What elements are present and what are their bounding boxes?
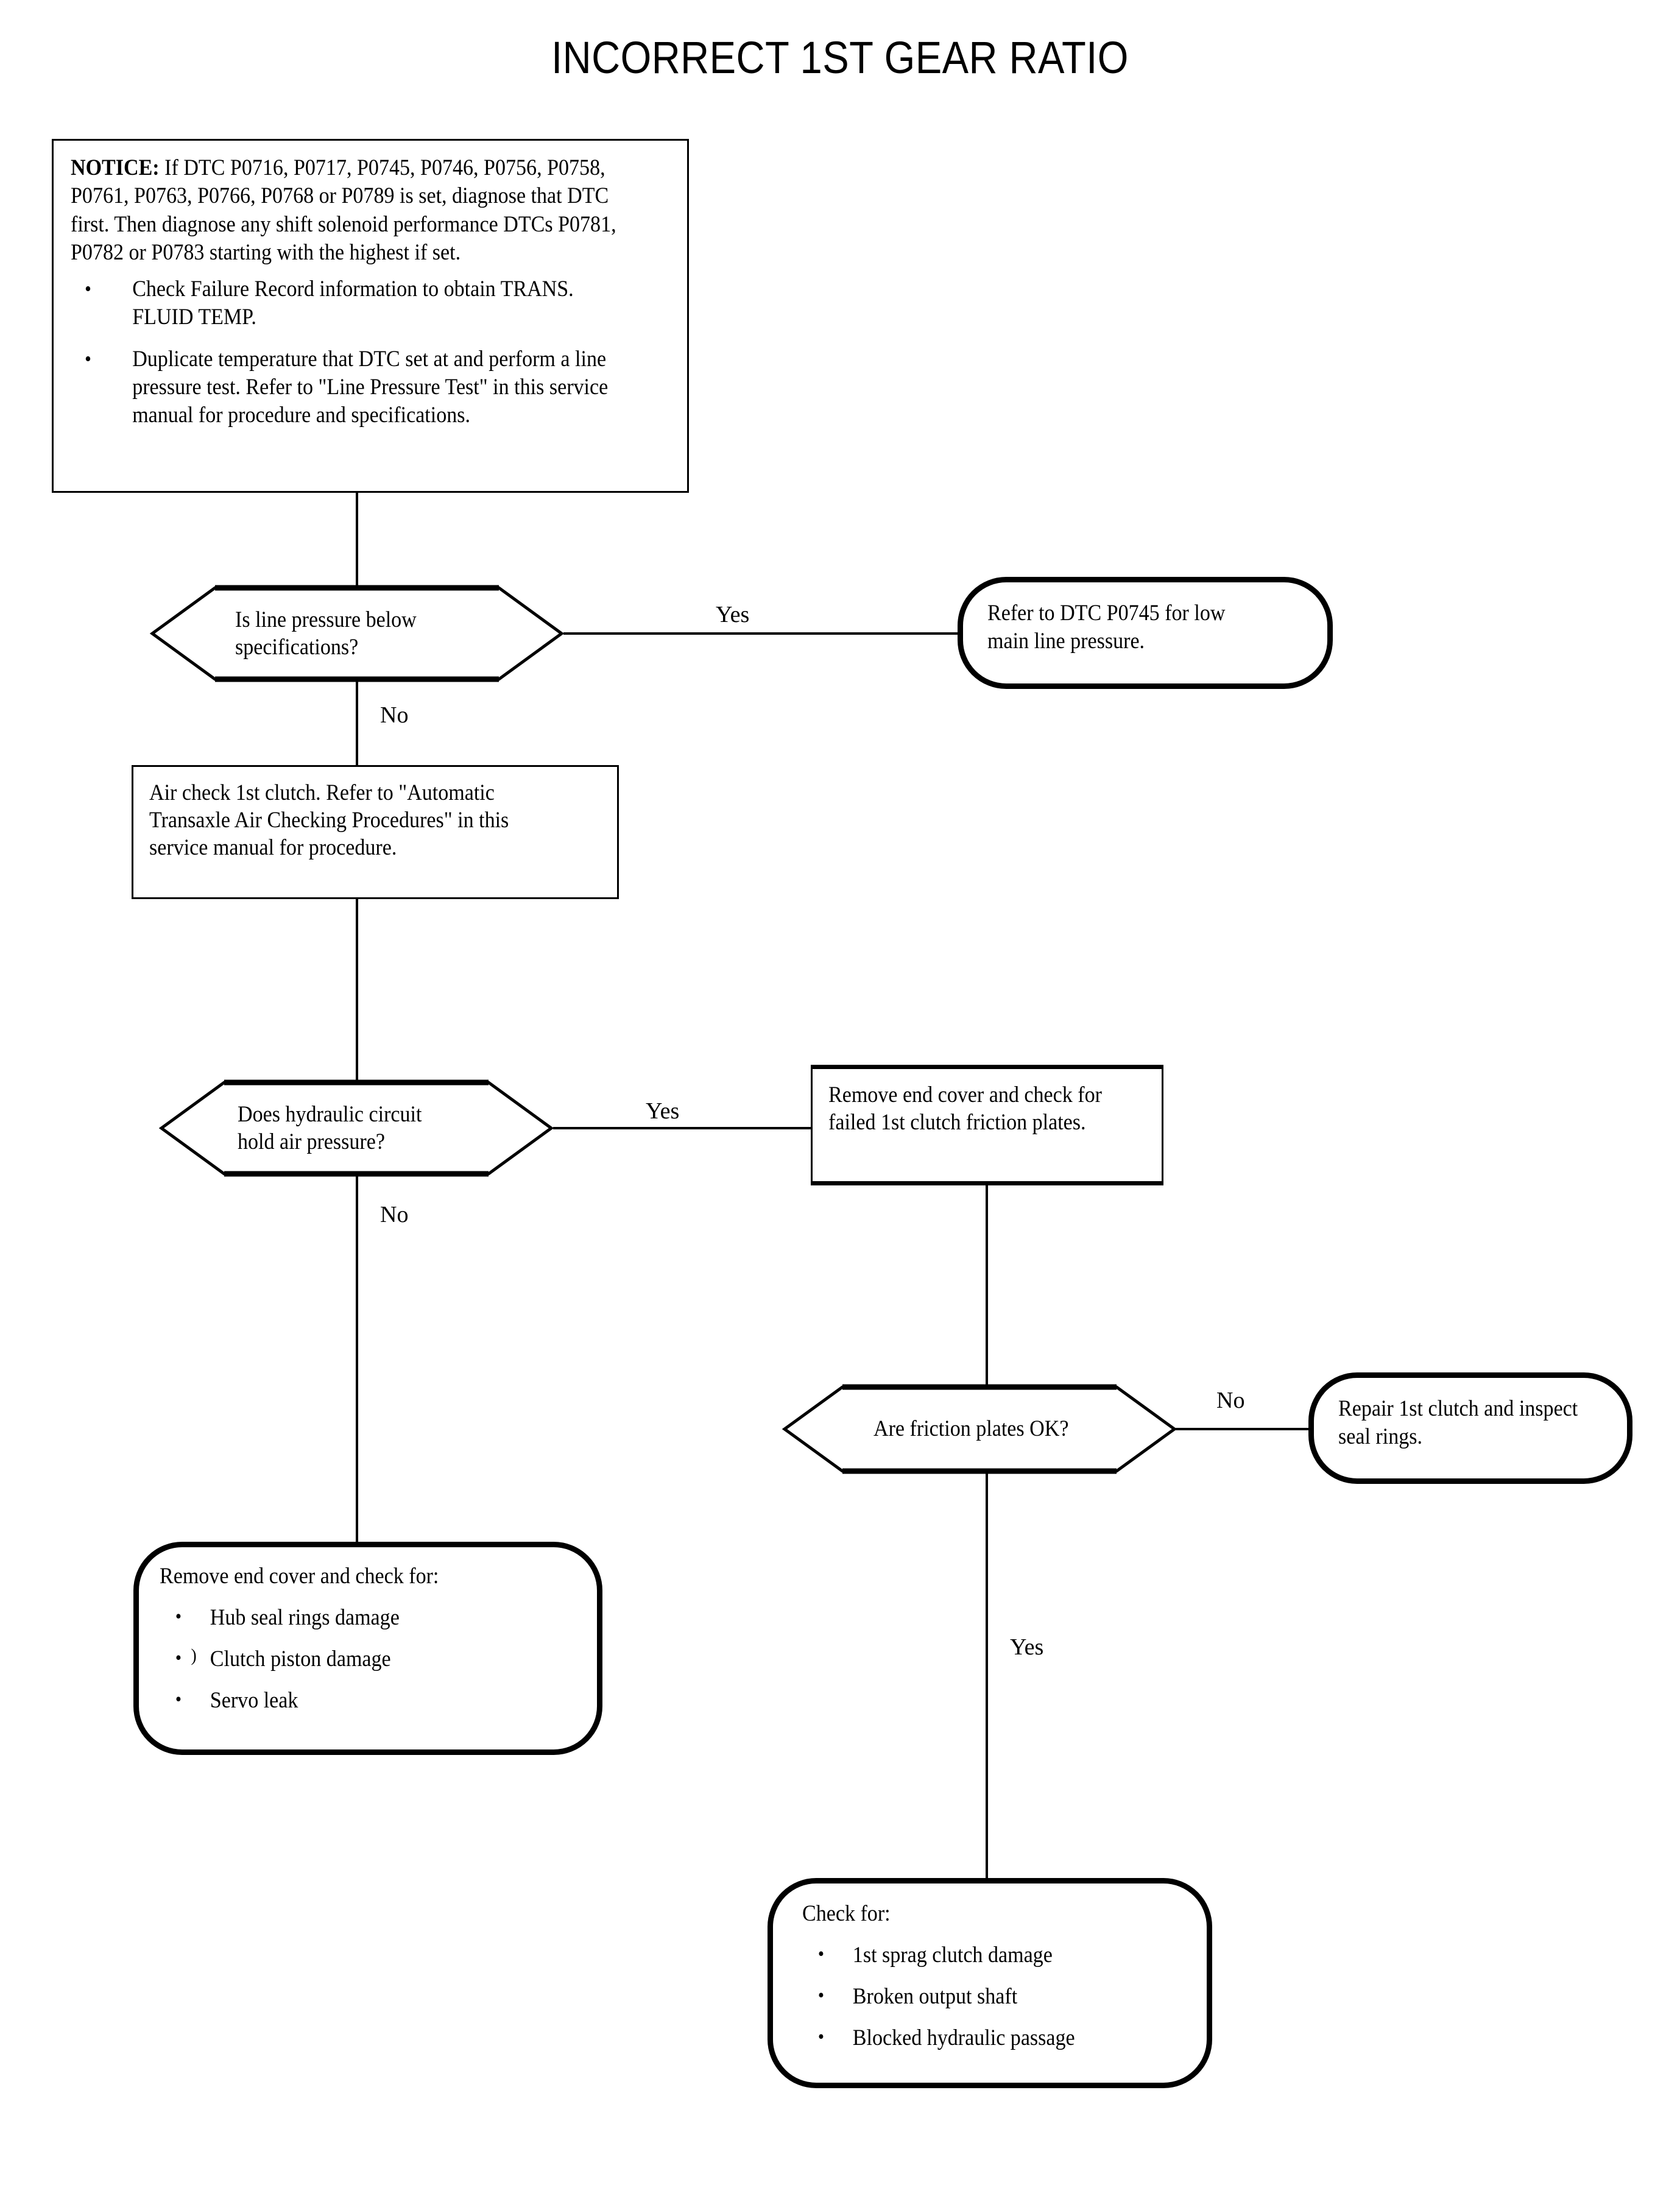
terminator-check-for-bullets: • 1st sprag clutch damage • Broken outpu…: [802, 1942, 1195, 2052]
connector-line-pressure-yes: [563, 632, 959, 635]
edge-label-friction-plates-no: No: [1216, 1388, 1245, 1413]
connector-hold-air-no: [356, 1176, 358, 1547]
notice-bullet-item: • Check Failure Record information to ob…: [71, 275, 637, 332]
decision-line-pressure[interactable]: Is line pressure below specifications?: [149, 585, 565, 682]
bullet-icon: •: [817, 1984, 825, 2007]
terminator-dtc-p0745-label: Refer to DTC P0745 for low main line pre…: [987, 601, 1226, 654]
list-item-text: Broken output shaft: [852, 1984, 1018, 2010]
process-remove-end-cover-label: Remove end cover and check for failed 1s…: [828, 1082, 1102, 1135]
page-title: INCORRECT 1ST GEAR RATIO: [551, 32, 1129, 83]
terminator-check-for-body: Check for: • 1st sprag clutch damage • B…: [802, 1901, 1195, 2052]
list-item: • ) Clutch piston damage: [160, 1645, 551, 1673]
bullet-icon: •: [817, 1942, 825, 1965]
bullet-icon: •: [85, 347, 91, 370]
bullet-icon: •: [817, 2025, 825, 2048]
connector-air-check-to-decision-hold-air: [356, 899, 358, 1082]
list-item: • 1st sprag clutch damage: [802, 1942, 1163, 1969]
notice-label: NOTICE:: [71, 155, 160, 180]
edge-label-hold-air-yes: Yes: [646, 1098, 680, 1124]
process-air-check[interactable]: Air check 1st clutch. Refer to "Automati…: [132, 765, 619, 899]
hexagon-shape: [149, 585, 565, 682]
notice-body: NOTICE: If DTC P0716, P0717, P0745, P074…: [71, 154, 686, 443]
bullet-artifact-icon: ): [191, 1645, 197, 1666]
terminator-dtc-p0745[interactable]: Refer to DTC P0745 for low main line pre…: [958, 577, 1333, 689]
notice-bullet-item: • Duplicate temperature that DTC set at …: [71, 345, 637, 430]
connector-hold-air-yes: [553, 1127, 812, 1129]
bullet-icon: •: [175, 1688, 182, 1710]
connector-friction-plates-no: [1174, 1428, 1313, 1430]
notice-paragraph-text: If DTC P0716, P0717, P0745, P0746, P0756…: [71, 155, 616, 265]
terminator-remove-end-cover-check[interactable]: Remove end cover and check for: • Hub se…: [133, 1542, 602, 1755]
notice-box: NOTICE: If DTC P0716, P0717, P0745, P074…: [52, 139, 689, 493]
connector-notice-to-decision-line-pressure: [356, 493, 358, 588]
list-item: • Servo leak: [160, 1687, 551, 1714]
list-item-text: 1st sprag clutch damage: [852, 1942, 1053, 1968]
edge-label-line-pressure-no: No: [380, 702, 409, 728]
notice-bullet-text: Duplicate temperature that DTC set at an…: [132, 346, 609, 428]
connector-remove-end-cover-to-decision-friction: [986, 1185, 988, 1399]
terminator-repair-clutch[interactable]: Repair 1st clutch and inspect seal rings…: [1308, 1372, 1632, 1484]
terminator-repair-clutch-label: Repair 1st clutch and inspect seal rings…: [1338, 1396, 1578, 1450]
hexagon-shape: [158, 1079, 554, 1177]
list-item: • Blocked hydraulic passage: [802, 2025, 1163, 2052]
connector-line-pressure-no: [356, 681, 358, 766]
terminator-remove-end-cover-bullets: • Hub seal rings damage • ) Clutch pisto…: [160, 1605, 585, 1715]
process-remove-end-cover[interactable]: Remove end cover and check for failed 1s…: [811, 1065, 1163, 1185]
list-item-text: Blocked hydraulic passage: [852, 2025, 1075, 2051]
terminator-check-for-heading: Check for:: [802, 1901, 891, 1926]
list-item-text: Servo leak: [210, 1688, 298, 1714]
edge-label-line-pressure-yes: Yes: [716, 602, 750, 627]
decision-hold-air[interactable]: Does hydraulic circuit hold air pressure…: [158, 1079, 554, 1177]
connector-friction-plates-yes: [986, 1473, 988, 1878]
bullet-icon: •: [85, 278, 91, 300]
decision-friction-plates[interactable]: Are friction plates OK?: [782, 1384, 1177, 1474]
edge-label-friction-plates-yes: Yes: [1010, 1634, 1044, 1660]
list-item: • Hub seal rings damage: [160, 1605, 551, 1631]
terminator-remove-end-cover-body: Remove end cover and check for: • Hub se…: [160, 1563, 585, 1715]
hexagon-shape: [782, 1384, 1177, 1474]
list-item-text: Hub seal rings damage: [210, 1605, 400, 1630]
notice-bullet-text: Check Failure Record information to obta…: [132, 277, 574, 330]
terminator-check-for[interactable]: Check for: • 1st sprag clutch damage • B…: [768, 1878, 1212, 2088]
bullet-icon: •: [175, 1647, 182, 1669]
process-air-check-label: Air check 1st clutch. Refer to "Automati…: [149, 780, 509, 861]
list-item: • Broken output shaft: [802, 1983, 1163, 2010]
notice-paragraph: NOTICE: If DTC P0716, P0717, P0745, P074…: [71, 154, 637, 267]
list-item-text: Clutch piston damage: [210, 1647, 391, 1672]
edge-label-hold-air-no: No: [380, 1202, 409, 1227]
notice-bullet-list: • Check Failure Record information to ob…: [71, 275, 686, 429]
terminator-remove-end-cover-heading: Remove end cover and check for:: [160, 1564, 439, 1589]
bullet-icon: •: [175, 1605, 182, 1627]
